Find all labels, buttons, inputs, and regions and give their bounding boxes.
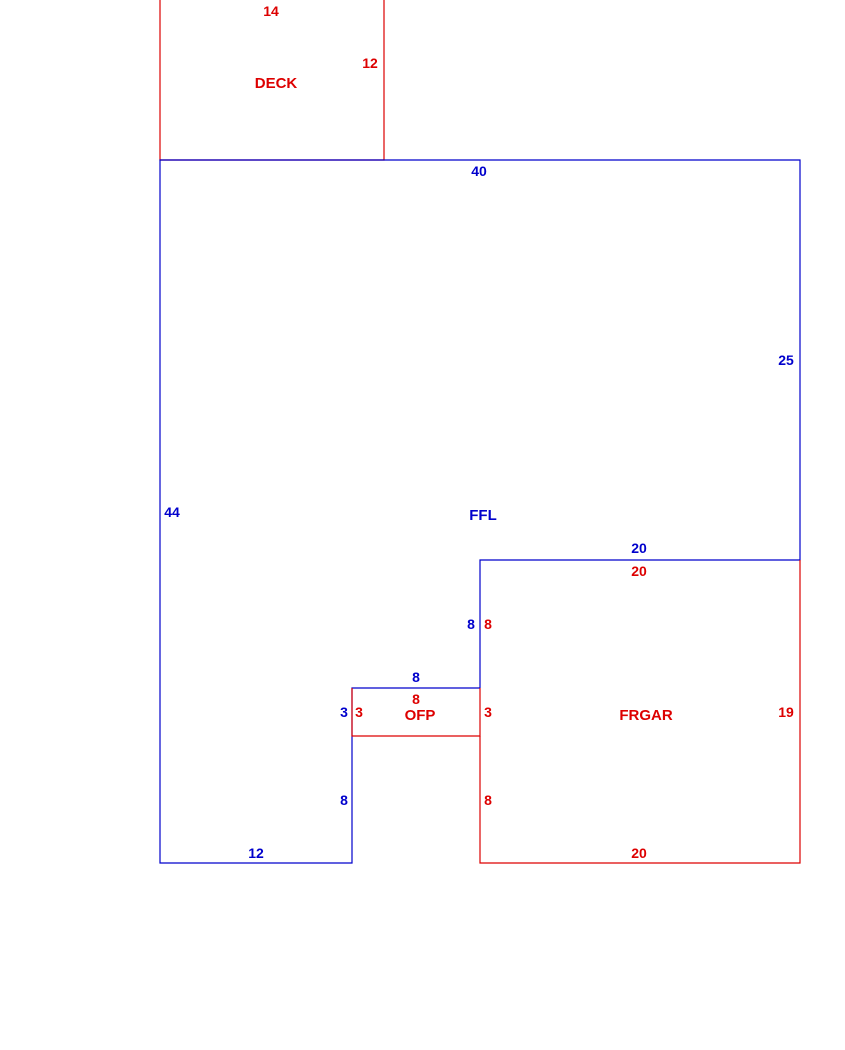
frgar-outline	[479, 560, 801, 864]
ffl-dim-inner-left: 8	[467, 616, 475, 632]
ofp-dim-right: 3	[484, 704, 492, 720]
ffl-label: FFL	[469, 507, 497, 524]
deck-dim-right: 12	[362, 55, 378, 71]
frgar-dim-right: 19	[778, 704, 794, 720]
ffl-dim-notch-left: 3	[340, 704, 348, 720]
deck-dim-top: 14	[263, 3, 279, 19]
ffl-dim-notch-left-lower: 8	[340, 792, 348, 808]
frgar-dim-bottom: 20	[631, 845, 647, 861]
ffl-dim-right: 25	[778, 352, 794, 368]
deck-label: DECK	[255, 75, 298, 92]
ofp-dim-left: 3	[355, 704, 363, 720]
frgar-label: FRGAR	[619, 707, 672, 724]
frgar-area: FRGAR 20 8 8 19 20	[479, 560, 801, 864]
ofp-area: OFP 8 3 3	[351, 688, 492, 737]
frgar-dim-left-upper: 8	[484, 616, 492, 632]
ofp-dim-top: 8	[412, 691, 420, 707]
ffl-area: FFL 40 25 44 20 8 8 3 8 12	[159, 159, 801, 864]
ffl-dim-bottom: 12	[248, 845, 264, 861]
ofp-outline	[351, 688, 481, 737]
ffl-dim-left: 44	[164, 504, 180, 520]
frgar-dim-top: 20	[631, 563, 647, 579]
ffl-outline	[159, 159, 801, 864]
ffl-dim-notch-top: 8	[412, 669, 420, 685]
ffl-dim-top: 40	[471, 163, 487, 179]
ofp-label: OFP	[405, 707, 436, 724]
frgar-dim-left-lower: 8	[484, 792, 492, 808]
ffl-dim-inner-top: 20	[631, 540, 647, 556]
